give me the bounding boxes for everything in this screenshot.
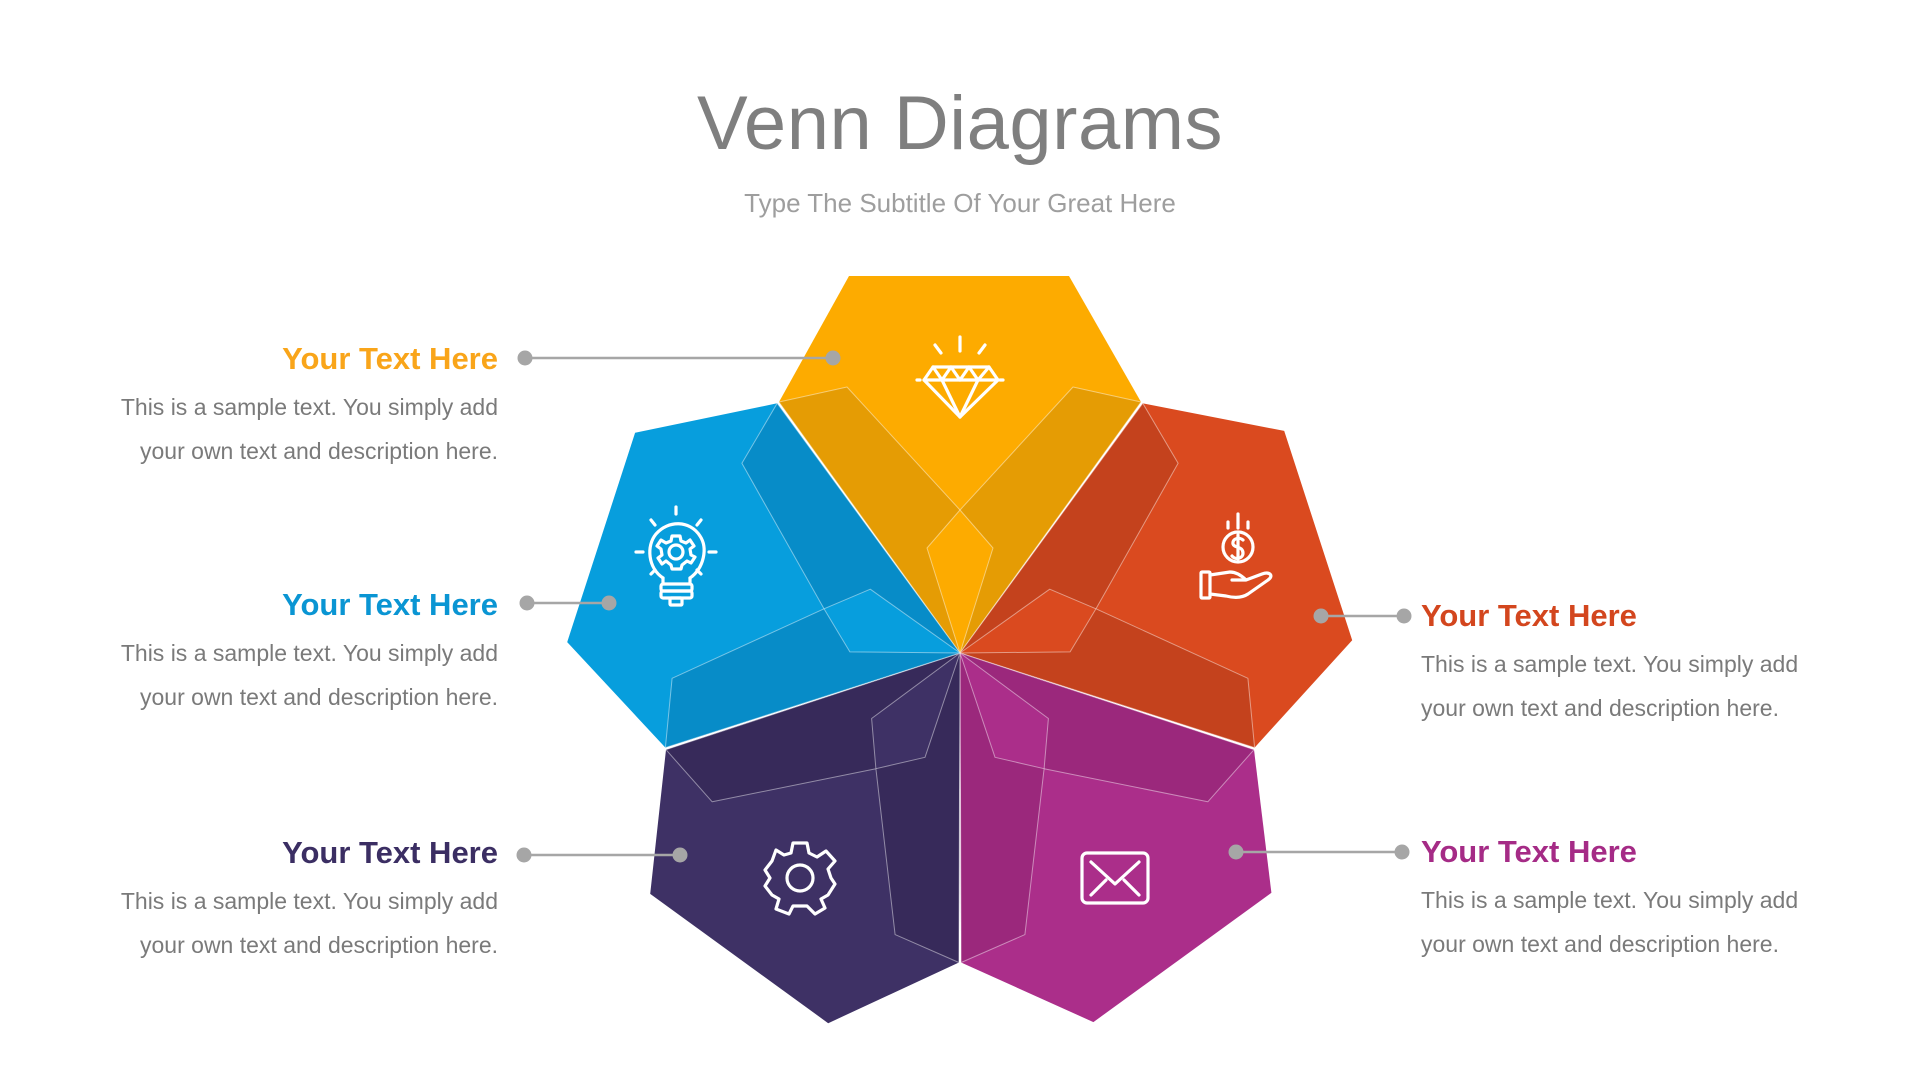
description-line: This is a sample text. You simply add — [1421, 887, 1799, 913]
block-heading: Your Text Here — [1421, 834, 1637, 869]
envelope-icon — [1080, 851, 1150, 905]
page-subtitle: Type The Subtitle Of Your Great Here — [744, 188, 1176, 218]
description-line: This is a sample text. You simply add — [120, 640, 498, 666]
overlap-band-yellow — [778, 386, 961, 654]
connector-group — [516, 350, 1412, 863]
description-line: your own text and description here. — [1421, 931, 1779, 957]
description-line: your own text and description here. — [140, 684, 498, 710]
overlap-band-magenta — [959, 652, 1255, 803]
description-line: your own text and description here. — [140, 932, 498, 958]
petal-yellow — [779, 276, 1141, 653]
page-title: Venn Diagrams — [696, 81, 1224, 166]
connector-dot — [825, 350, 841, 366]
block-description: This is a sample text. You simply add yo… — [1421, 642, 1881, 730]
icon-group — [634, 335, 1273, 916]
description-line: your own text and description here. — [1421, 695, 1779, 721]
text-block-blue: Your Text Here This is a sample text. Yo… — [38, 585, 498, 719]
block-heading: Your Text Here — [282, 835, 498, 870]
petal-group — [567, 276, 1353, 1024]
text-block-yellow: Your Text Here This is a sample text. Yo… — [38, 339, 498, 473]
overlap-band-yellow — [959, 386, 1142, 654]
block-description: This is a sample text. You simply add yo… — [38, 879, 498, 967]
block-heading: Your Text Here — [1421, 598, 1637, 633]
overlap-band-blue — [664, 608, 961, 749]
text-block-purple: Your Text Here This is a sample text. Yo… — [38, 833, 498, 967]
overlap-band-magenta — [959, 652, 1045, 963]
description-line: This is a sample text. You simply add — [120, 888, 498, 914]
connector-dot — [516, 847, 532, 863]
connector-dot — [1228, 844, 1244, 860]
overlap-band-orange — [959, 402, 1179, 654]
connector-dot — [519, 595, 535, 611]
gear-icon — [763, 841, 837, 916]
overlap-band-orange — [959, 608, 1256, 749]
connector-dot — [601, 595, 617, 611]
connector-dot — [672, 847, 688, 863]
overlap-band-purple — [665, 652, 961, 803]
connector-dot — [517, 350, 533, 366]
block-description: This is a sample text. You simply add yo… — [1421, 878, 1881, 966]
connector-dot — [1394, 844, 1410, 860]
overlap-band-blue — [741, 402, 961, 654]
diamond-icon — [915, 335, 1005, 419]
overlap-band-purple — [875, 652, 961, 963]
lightbulb-gear-icon — [634, 505, 718, 607]
text-block-orange: Your Text Here This is a sample text. Yo… — [1421, 596, 1881, 730]
connector-dot — [1313, 608, 1329, 624]
text-block-magenta: Your Text Here This is a sample text. Yo… — [1421, 832, 1881, 966]
description-line: your own text and description here. — [140, 438, 498, 464]
block-description: This is a sample text. You simply add yo… — [38, 385, 498, 473]
block-description: This is a sample text. You simply add yo… — [38, 631, 498, 719]
description-line: This is a sample text. You simply add — [120, 394, 498, 420]
description-line: This is a sample text. You simply add — [1421, 651, 1799, 677]
block-heading: Your Text Here — [282, 341, 498, 376]
connector-dot — [1396, 608, 1412, 624]
money-hand-icon — [1199, 512, 1273, 600]
block-heading: Your Text Here — [282, 587, 498, 622]
